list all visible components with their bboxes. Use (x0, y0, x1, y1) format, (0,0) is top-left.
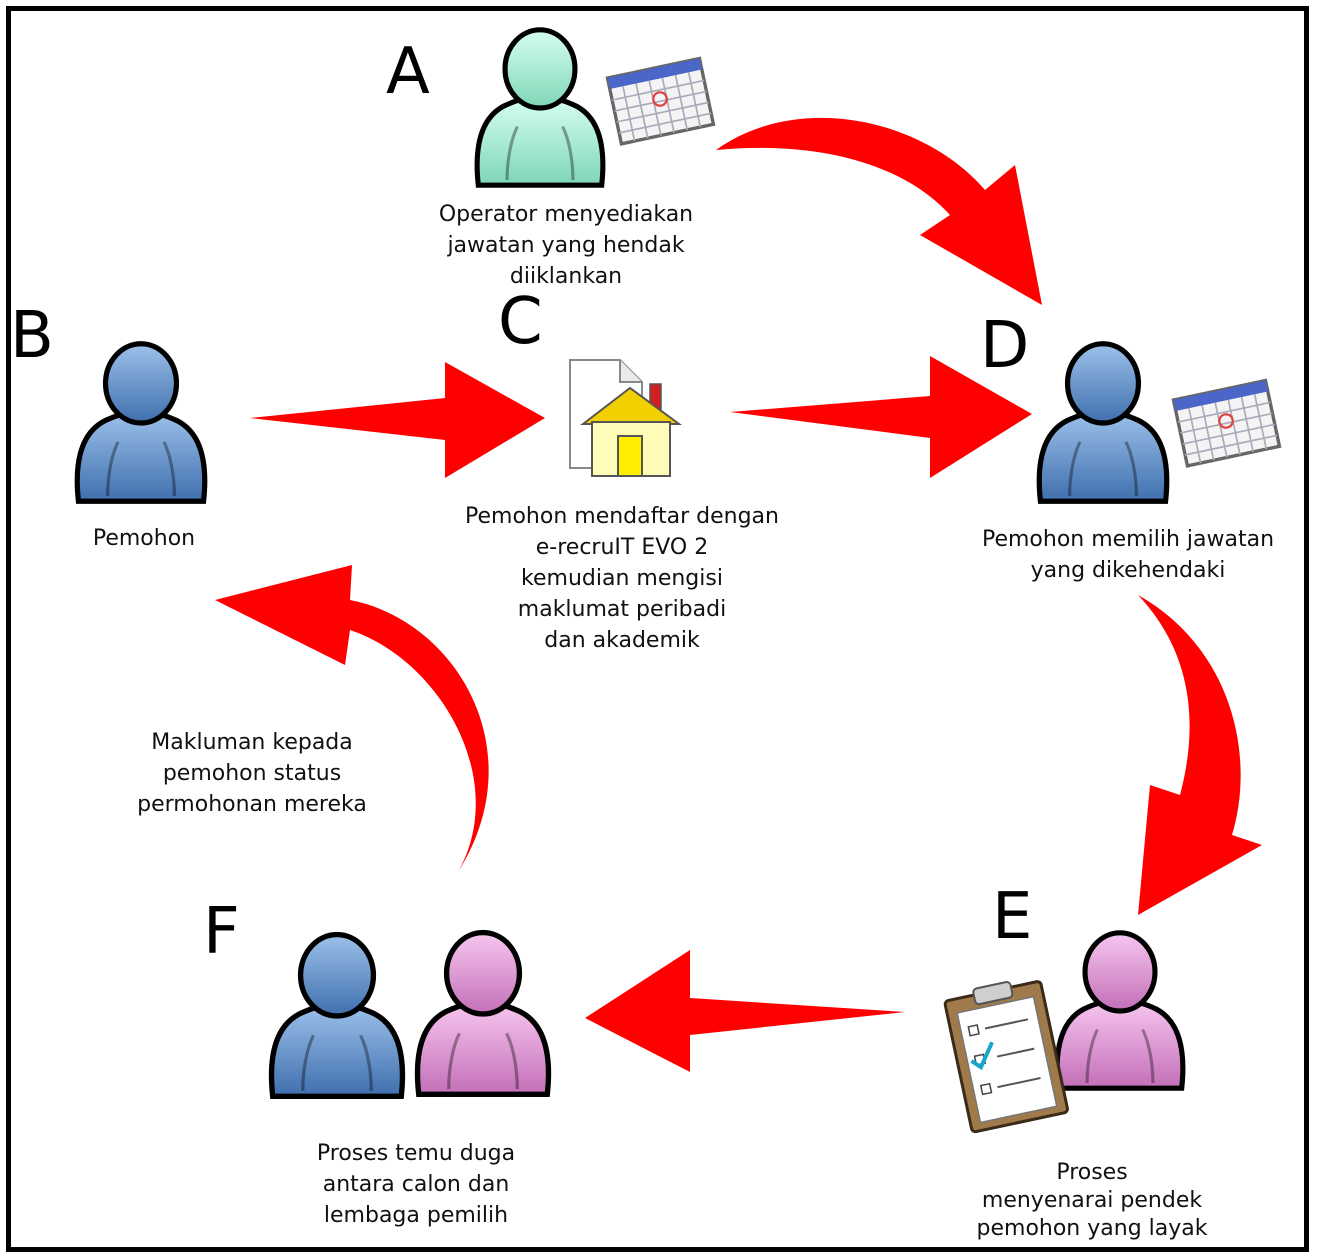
selector-user-icon (1057, 933, 1183, 1088)
label-f: F (203, 895, 240, 969)
caption-register: Pemohon mendaftar dengan e-recruIT EVO 2… (465, 504, 779, 653)
checkmark-icon (970, 1041, 994, 1071)
caption-applicant: Pemohon (92, 526, 196, 551)
arrow-c-to-d (730, 356, 1032, 478)
arrow-e-to-f (585, 950, 905, 1072)
label-e: E (992, 880, 1033, 954)
calendar-icon (1171, 378, 1282, 468)
house-document-icon (569, 359, 683, 477)
calendar-icon (605, 56, 716, 146)
candidate-user-icon (271, 935, 402, 1097)
applicant-choose-user-icon (1039, 344, 1167, 501)
caption-operator: Operator menyediakan jawatan yang hendak… (438, 202, 694, 289)
caption-notification: Makluman kepada pemohon status permohona… (137, 730, 367, 817)
operator-user-icon (477, 30, 603, 185)
arrow-b-to-c (250, 362, 545, 478)
panel-user-icon (417, 933, 548, 1095)
arrow-a-to-d (716, 117, 1042, 306)
caption-interview: Proses temu duga antara calon dan lembag… (316, 1141, 516, 1228)
label-b: B (10, 299, 54, 373)
label-c: C (498, 285, 543, 359)
clipboard-checklist-icon (943, 980, 1069, 1134)
applicant-user-icon (77, 344, 205, 501)
label-a: A (386, 35, 430, 109)
caption-shortlist: Proses menyenarai pendek pemohon yang la… (976, 1160, 1208, 1241)
arrow-d-to-e (1138, 595, 1262, 915)
label-d: D (980, 309, 1030, 383)
arrow-f-to-b (215, 565, 489, 872)
caption-choose-position: Pemohon memilih jawatan yang dikehendaki (981, 527, 1275, 583)
